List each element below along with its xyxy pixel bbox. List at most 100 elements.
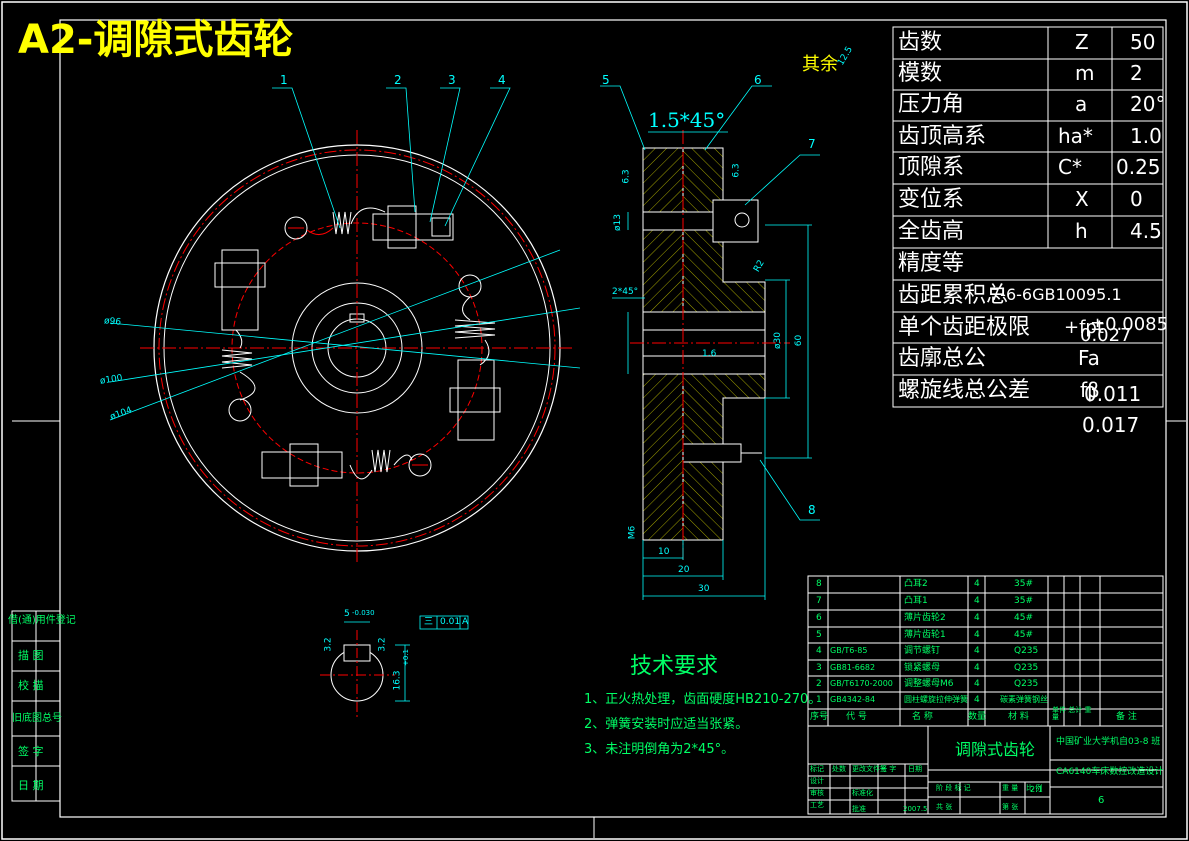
callout-4: 4 — [498, 73, 506, 87]
param-val-5: 0 — [1130, 187, 1143, 211]
param-name-1: 模数 — [898, 61, 943, 86]
dim-m6: M6 — [627, 525, 638, 540]
bom-name-0: 凸耳2 — [904, 579, 928, 589]
geo-tol-symbol: 三 — [424, 617, 434, 627]
dim-chamfer-side: 2*45° — [612, 287, 639, 297]
bom-no-1: 7 — [816, 596, 822, 606]
bom-mat-4: Q235 — [1014, 646, 1039, 656]
param-extra-value: 0.017 — [1082, 413, 1140, 437]
dim-phi96: ø96 — [103, 316, 122, 328]
bom-code-7: GB4342-84 — [830, 695, 876, 704]
geo-tol-datum: A — [462, 617, 469, 627]
key-ra-right: 3.2 — [377, 637, 388, 652]
bom-hdr-3: 数量 — [968, 712, 987, 722]
surface-note: 其余 — [802, 54, 838, 75]
title-block-project: CA6140车床数控改造设计 — [1056, 767, 1164, 777]
bom-no-3: 5 — [816, 630, 822, 640]
tb-cell-5: 设计 — [810, 777, 824, 785]
param-name-4: 顶隙系 — [898, 155, 965, 180]
param-val-10: 0.027 — [1080, 325, 1132, 346]
param-sym-11: fβ — [1080, 378, 1100, 402]
param-sym-0: Z — [1075, 30, 1089, 54]
bom-table-lines — [807, 575, 1164, 727]
param-name-10: 齿廓总公 — [898, 346, 987, 371]
bom-name-6: 调整螺母M6 — [904, 679, 954, 689]
tech-line-1: 1、正火热处理，齿面硬度HB210-270。 — [584, 692, 822, 707]
side-label-5: 日 期 — [18, 779, 44, 792]
callout-2: 2 — [394, 73, 402, 87]
section-dims — [600, 85, 820, 600]
key-ra-left: 3.2 — [323, 637, 334, 652]
callout-8: 8 — [808, 503, 816, 517]
param-val-3: 1.0 — [1130, 124, 1162, 148]
front-view-gear — [109, 87, 581, 565]
bom-qty-3: 4 — [974, 630, 980, 640]
param-name-3: 齿顶高系 — [898, 124, 987, 149]
param-val-6: 4.5 — [1130, 219, 1162, 243]
bom-code-4: GB/T6-85 — [830, 646, 868, 655]
bom-name-1: 凸耳1 — [904, 596, 928, 606]
dim-phi13: ø13 — [612, 214, 623, 231]
param-sym-1: m — [1075, 61, 1095, 85]
title-block-drawing-name: 调隙式齿轮 — [955, 740, 1036, 759]
param-sym-3: ha* — [1058, 124, 1093, 148]
param-sym-9: +fpt — [1064, 317, 1104, 338]
bom-no-6: 2 — [816, 679, 822, 689]
key-width: 5 — [344, 609, 350, 619]
tech-line-2: 2、弹簧安装时应适当张紧。 — [584, 717, 749, 732]
callout-1: 1 — [280, 73, 288, 87]
bom-mat-6: Q235 — [1014, 679, 1039, 689]
param-sym-6: h — [1075, 219, 1088, 243]
param-name-8: 齿距累积总 — [898, 283, 1009, 308]
bom-name-5: 锁紧螺母 — [904, 663, 941, 673]
bom-hdr-2: 名 称 — [912, 712, 933, 722]
bom-name-3: 薄片齿轮1 — [904, 630, 946, 640]
title-block-year: 2007.5 — [903, 805, 928, 813]
dim-roughness-1-6: 1.6 — [702, 349, 717, 359]
param-val-1: 2 — [1130, 61, 1143, 85]
screw-hole-top — [642, 211, 714, 231]
tb-cell-1: 处数 — [832, 765, 846, 773]
title-block-lines — [807, 725, 1164, 815]
tech-line-3: 3、未注明倒角为2*45°。 — [584, 742, 735, 757]
side-label-4: 签 字 — [18, 745, 44, 758]
tb-cell-13: 共 张 — [936, 803, 953, 811]
bom-name-4: 调节螺钉 — [904, 646, 941, 656]
keyway-detail — [320, 615, 469, 720]
title-block-scale: 2:1 — [1030, 785, 1043, 794]
tb-cell-6: 审核 — [810, 789, 824, 797]
spring-group-top — [284, 205, 454, 249]
phi104-leader — [109, 249, 561, 421]
param-val-0: 50 — [1130, 30, 1156, 54]
dim-ra-6-3-right: 6.3 — [731, 163, 742, 178]
bom-qty-5: 4 — [974, 663, 980, 673]
title-block-school: 中国矿业大学机自03-8 班 — [1056, 737, 1161, 747]
drawing-title: A2-调隙式齿轮 — [18, 17, 294, 63]
dim-60: 60 — [794, 334, 805, 347]
title-block-sheet-no: 6 — [1098, 795, 1105, 806]
bom-code-5: GB81-6682 — [830, 663, 876, 672]
tb-cell-0: 标记 — [810, 765, 824, 773]
geo-tol-value: 0.01 — [440, 617, 461, 627]
bom-mat-2: 45# — [1014, 613, 1033, 623]
tb-cell-3: 签 字 — [880, 765, 897, 773]
param-sym-5: X — [1075, 187, 1089, 211]
side-label-2: 校 描 — [18, 679, 44, 692]
param-val-11: 0.011 — [1084, 382, 1142, 406]
param-sym-10: Fa — [1078, 346, 1100, 370]
bom-no-2: 6 — [816, 613, 822, 623]
bom-mat-7: 碳素弹簧钢丝 — [1000, 695, 1048, 704]
bom-qty-4: 4 — [974, 646, 980, 656]
bom-hdr-4: 材 料 — [1008, 712, 1029, 722]
param-name-7: 精度等 — [898, 251, 965, 276]
side-label-1: 描 图 — [18, 649, 44, 662]
bom-qty-2: 4 — [974, 613, 980, 623]
bom-hdr-6: 备 注 — [1116, 712, 1137, 722]
inner-frame — [59, 19, 1167, 818]
param-val-4: 0.25 — [1116, 155, 1161, 179]
tb-cell-10: 阶 段 标 记 — [936, 784, 971, 792]
param-table — [892, 26, 1164, 408]
bom-hdr-1: 代 号 — [846, 712, 867, 722]
tb-cell-4: 日期 — [908, 765, 922, 773]
